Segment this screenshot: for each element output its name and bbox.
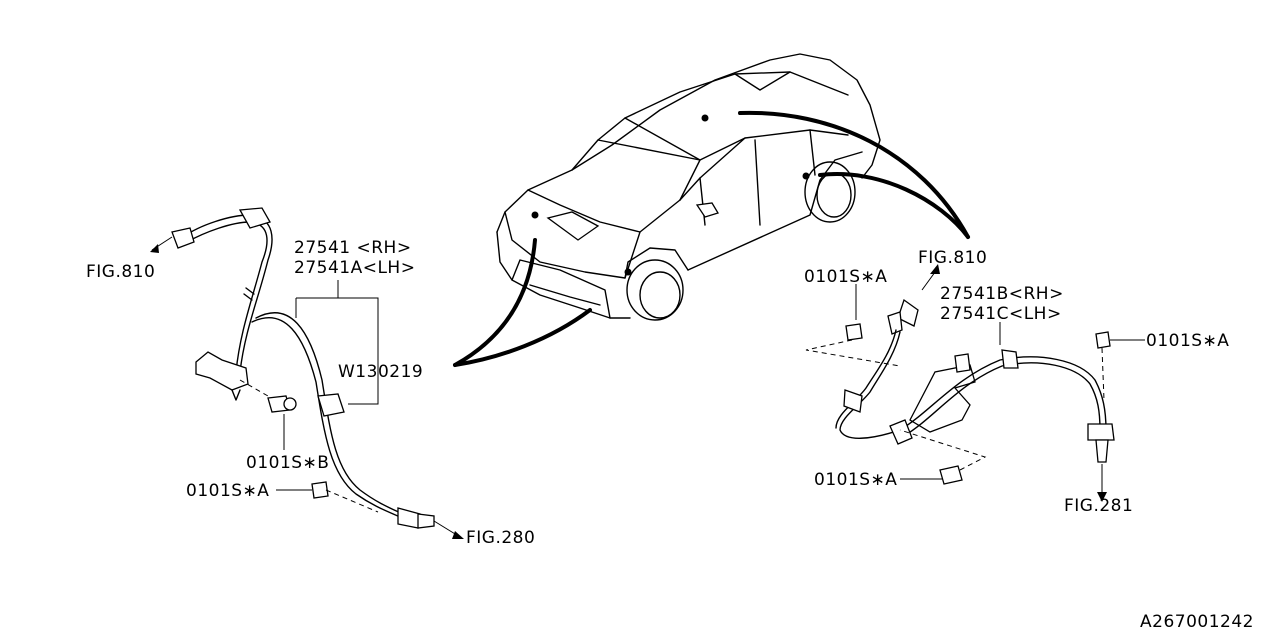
bolt-a-right-bottom-label: 0101S∗A [814, 470, 897, 490]
fig280-label: FIG.280 [466, 528, 535, 548]
part-number-c-lh: 27541C<LH> [940, 304, 1062, 324]
diagram-id: A267001242 [1140, 612, 1254, 632]
front-sensor-assembly [150, 207, 464, 539]
fig281-label: FIG.281 [1064, 496, 1133, 516]
bolt-a-right-label: 0101S∗A [1146, 331, 1229, 351]
location-pointers [453, 110, 970, 367]
rear-sensor-assembly [805, 264, 1145, 502]
car-illustration [496, 53, 881, 321]
part-number-rh: 27541 <RH> [294, 238, 412, 258]
bolt-a-right-top-label: 0101S∗A [804, 267, 887, 287]
bolt-a-left-label: 0101S∗A [186, 481, 269, 501]
part-number-b-rh: 27541B<RH> [940, 284, 1064, 304]
fig810-left-label: FIG.810 [86, 262, 155, 282]
bolt-b-label: 0101S∗B [246, 453, 329, 473]
part-number-lh: 27541A<LH> [294, 258, 415, 278]
fig810-right-label: FIG.810 [918, 248, 987, 268]
w130219-label: W130219 [338, 362, 423, 382]
